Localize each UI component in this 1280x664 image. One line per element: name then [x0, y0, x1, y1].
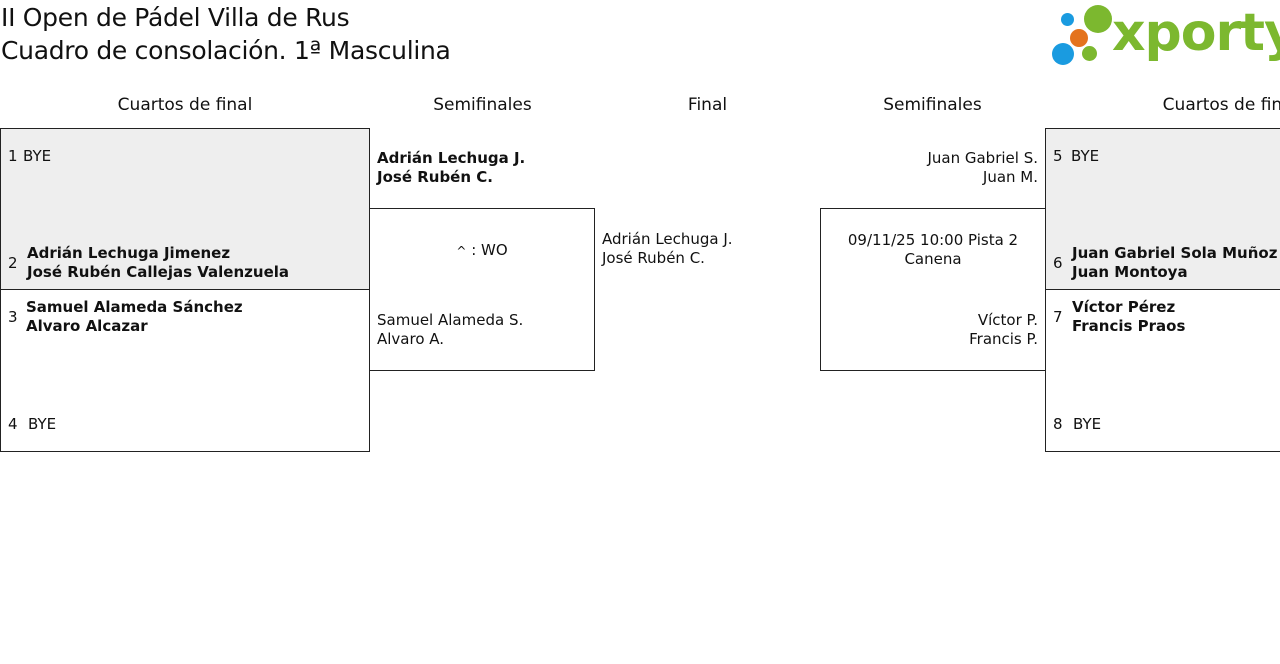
final-player-2: José Rubén C. — [602, 249, 705, 267]
right-sf-match[interactable]: 09/11/25 10:00 Pista 2 Canena Víctor P. … — [820, 208, 1046, 371]
match-result: ^ : WO — [370, 241, 594, 261]
team-player-1: Víctor P. — [977, 311, 1038, 329]
team-player-1: Adrián Lechuga Jimenez — [27, 244, 231, 262]
logo-dot-blue-large-icon — [1052, 43, 1074, 65]
left-sf-winner-player-2: José Rubén C. — [377, 168, 493, 186]
seed-number: 5 — [1053, 147, 1063, 165]
logo-dot-blue-small-icon — [1061, 13, 1074, 26]
round-header-final: Final — [687, 95, 728, 115]
xporty-logo[interactable]: xporty — [1050, 3, 1280, 68]
team-player-1: Juan Gabriel Sola Muñoz — [1072, 244, 1278, 262]
round-header-right-semifinals: Semifinales — [883, 95, 982, 115]
logo-dot-green-icon — [1084, 5, 1112, 33]
left-sf-match[interactable]: ^ : WO Samuel Alameda S. Alvaro A. — [369, 208, 595, 371]
team-bye: BYE — [1073, 415, 1102, 433]
seed-number: 2 — [8, 254, 18, 272]
seed-number: 6 — [1053, 254, 1063, 272]
round-header-left-quarterfinals: Cuartos de final — [117, 95, 253, 115]
result-text: : WO — [471, 241, 508, 259]
right-qf-match-2[interactable]: 7 Víctor Pérez Francis Praos 8 BYE — [1045, 289, 1280, 452]
seed-number: 7 — [1053, 308, 1063, 326]
round-header-left-semifinals: Semifinales — [433, 95, 532, 115]
team-player-1: Víctor Pérez — [1072, 298, 1176, 316]
logo-wordmark: xporty — [1112, 3, 1280, 63]
left-qf-match-1[interactable]: 1 BYE 2 Adrián Lechuga Jimenez José Rubé… — [0, 128, 370, 290]
draw-subtitle: Cuadro de consolación. 1ª Masculina — [1, 36, 451, 65]
team-player-2: José Rubén Callejas Valenzuela — [27, 263, 290, 281]
walkover-marker-icon: ^ — [456, 244, 467, 258]
seed-number: 8 — [1053, 415, 1063, 433]
team-player-1: Samuel Alameda S. — [377, 311, 524, 329]
team-player-2: Alvaro Alcazar — [26, 317, 148, 335]
right-sf-team-a-player-1: Juan Gabriel S. — [927, 149, 1038, 167]
seed-number: 4 — [8, 415, 18, 433]
final-player-1: Adrián Lechuga J. — [602, 230, 733, 248]
team-bye: BYE — [28, 415, 57, 433]
team-bye: BYE — [1071, 147, 1100, 165]
team-player-2: Juan Montoya — [1072, 263, 1188, 281]
match-schedule: 09/11/25 10:00 Pista 2 — [847, 231, 1019, 249]
team-bye: BYE — [23, 147, 52, 165]
seed-number: 1 — [8, 147, 18, 165]
match-venue: Canena — [904, 250, 962, 268]
team-player-2: Francis P. — [969, 330, 1038, 348]
left-qf-match-2[interactable]: 3 Samuel Alameda Sánchez Alvaro Alcazar … — [0, 289, 370, 452]
team-player-1: Samuel Alameda Sánchez — [26, 298, 243, 316]
team-player-2: Alvaro A. — [377, 330, 445, 348]
right-qf-match-1[interactable]: 5 BYE 6 Juan Gabriel Sola Muñoz Juan Mon… — [1045, 128, 1280, 290]
right-sf-team-a-player-2: Juan M. — [982, 168, 1038, 186]
logo-dot-green-small-icon — [1082, 46, 1097, 61]
team-player-2: Francis Praos — [1072, 317, 1186, 335]
left-sf-winner-player-1: Adrián Lechuga J. — [377, 149, 526, 167]
logo-dot-orange-icon — [1070, 29, 1088, 47]
tournament-title: II Open de Pádel Villa de Rus — [1, 3, 350, 32]
round-header-right-quarterfinals: Cuartos de final — [1162, 95, 1280, 115]
seed-number: 3 — [8, 308, 18, 326]
